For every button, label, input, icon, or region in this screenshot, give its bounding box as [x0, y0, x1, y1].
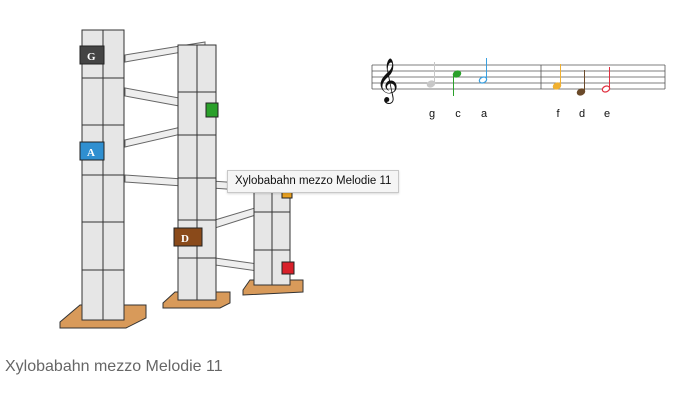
- block-label-d: D: [181, 233, 189, 245]
- note-label-a: a: [481, 108, 488, 120]
- music-staff: [371, 64, 666, 90]
- note-f: [552, 64, 562, 90]
- note-label-e: e: [604, 108, 610, 120]
- note-d: [576, 70, 586, 96]
- note-e: [601, 67, 611, 93]
- image-caption: Xylobabahn mezzo Melodie 11: [5, 358, 223, 375]
- note-label-d: d: [579, 108, 585, 120]
- block-a: [79, 141, 105, 161]
- block-green: [205, 102, 219, 118]
- tooltip: Xylobabahn mezzo Melodie 11: [227, 170, 400, 193]
- block-label-g: G: [87, 51, 96, 63]
- block-label-a: A: [87, 147, 95, 159]
- block-g: [79, 45, 105, 65]
- block-d: [173, 227, 203, 247]
- note-label-g: g: [429, 108, 435, 120]
- treble-clef-icon: 𝄞: [376, 58, 398, 104]
- note-label-c: c: [455, 108, 461, 120]
- note-label-f: f: [556, 108, 560, 120]
- note-g: [426, 62, 436, 88]
- note-c: [452, 70, 462, 96]
- block-red: [281, 261, 295, 275]
- note-a: [478, 58, 488, 84]
